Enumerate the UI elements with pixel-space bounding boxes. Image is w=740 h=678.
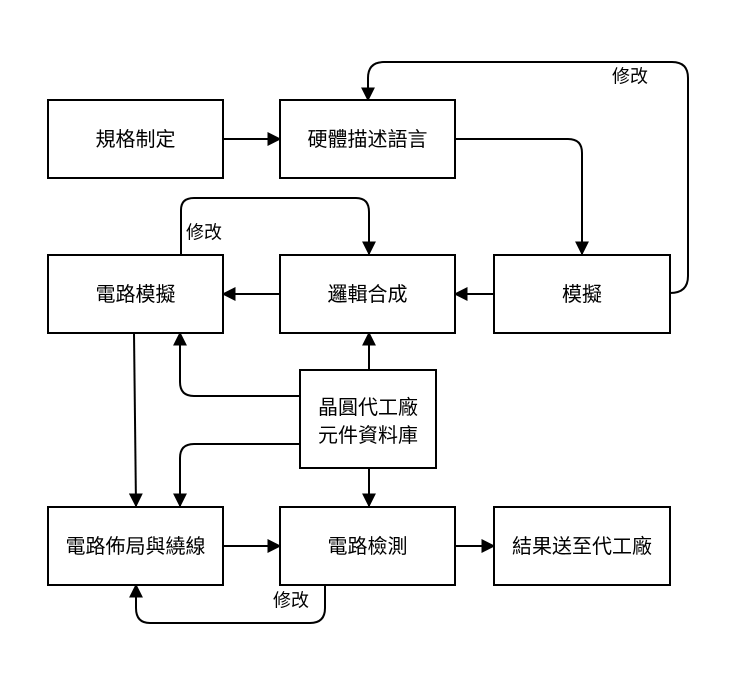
svg-text:電路檢測: 電路檢測: [328, 534, 408, 558]
svg-text:電路模擬: 電路模擬: [96, 282, 176, 306]
node-tapeout: 結果送至代工廠: [493, 506, 671, 586]
node-circuit-sim: 電路模擬: [47, 254, 224, 334]
svg-text:元件資料庫: 元件資料庫: [318, 423, 418, 447]
node-layout: 電路佈局與繞線: [47, 506, 224, 586]
modify-label-bottom: 修改: [273, 591, 309, 612]
svg-text:模擬: 模擬: [562, 282, 602, 306]
svg-text:邏輯合成: 邏輯合成: [328, 282, 408, 306]
node-verify: 電路檢測: [279, 506, 456, 586]
svg-text:硬體描述語言: 硬體描述語言: [308, 127, 428, 151]
edge-lib-to-layout: [173, 443, 300, 508]
svg-text:結果送至代工廠: 結果送至代工廠: [512, 534, 652, 558]
modify-label-top: 修改: [612, 67, 648, 88]
node-hdl: 硬體描述語言: [279, 99, 456, 179]
edge-verify-modify-layout: [129, 583, 326, 624]
modify-label-mid: 修改: [186, 223, 222, 244]
svg-text:規格制定: 規格制定: [96, 127, 176, 151]
edge-sim-modify-hdl: [361, 61, 689, 294]
node-sim: 模擬: [493, 254, 671, 334]
edge-hdl-to-sim: [455, 138, 589, 256]
edge-circuit-sim-to-layout: [128, 332, 143, 508]
node-foundry-library: 晶圓代工廠 元件資料庫: [299, 369, 437, 469]
svg-text:電路佈局與繞線: 電路佈局與繞線: [66, 534, 206, 558]
node-spec: 規格制定: [47, 99, 224, 179]
node-synth: 邏輯合成: [279, 254, 456, 334]
edge-lib-to-circuit-sim: [173, 331, 300, 397]
svg-text:晶圓代工廠: 晶圓代工廠: [318, 395, 418, 419]
edge-circuit-sim-modify-synth: [180, 197, 376, 256]
